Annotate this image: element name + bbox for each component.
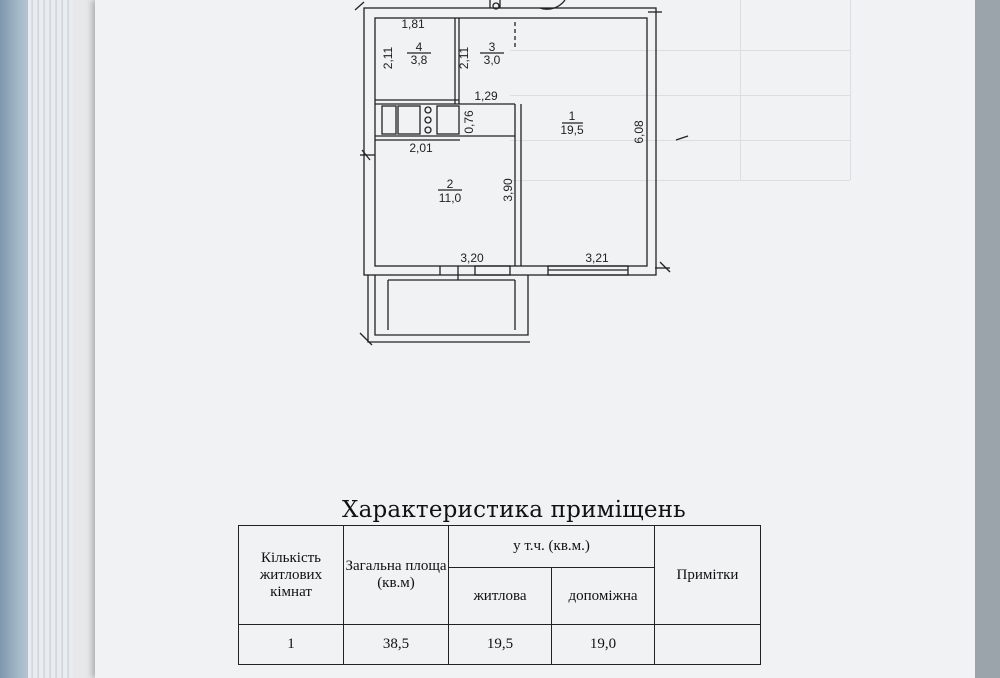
room-1-area: 19,5: [560, 123, 584, 137]
dimension-label: 3,21: [585, 251, 609, 265]
header-including: у т.ч. (кв.м.): [448, 525, 655, 568]
cell-auxiliary: 19,0: [551, 624, 655, 665]
table-row: 1 38,5 19,5 19,0: [238, 624, 761, 665]
dimension-label: 1,29: [474, 89, 498, 103]
room-3-number: 3: [489, 40, 496, 54]
dimension-label: 6,08: [632, 120, 646, 144]
cell-rooms-count: 1: [238, 624, 344, 665]
room-3-area: 3,0: [484, 53, 501, 67]
header-living: житлова: [448, 567, 552, 625]
rooms-characteristics-table: Кількість житлових кімнат Загальна площа…: [238, 525, 761, 665]
dimension-label: 0,76: [462, 110, 476, 134]
bleed-through-grid: [510, 0, 851, 181]
room-2-number: 2: [447, 177, 454, 191]
room-1-number: 1: [569, 109, 576, 123]
dimension-label: 2,01: [409, 141, 433, 155]
room-2-area: 11,0: [439, 191, 462, 205]
header-auxiliary: допоміжна: [551, 567, 655, 625]
bleed-through-line: [740, 0, 741, 180]
header-rooms-count: Кількість житлових кімнат: [238, 525, 344, 625]
outer-wall: [363, 7, 657, 276]
header-notes: Примітки: [654, 525, 761, 625]
desk-surface: [975, 0, 1000, 678]
dimension-label: 1,81: [401, 17, 425, 31]
room-4-area: 3,8: [411, 53, 428, 67]
cell-living: 19,5: [448, 624, 552, 665]
room-4-number: 4: [416, 40, 423, 54]
binder-edge: [28, 0, 73, 678]
header-total-area: Загальна площа (кв.м): [343, 525, 449, 625]
dimension-label: 2,11: [457, 46, 471, 69]
cell-total-area: 38,5: [343, 624, 449, 665]
dimension-label: 2,11: [381, 46, 395, 69]
dimension-label: 3,20: [460, 251, 484, 265]
cell-notes: [654, 624, 761, 665]
table-title: Характеристика приміщень: [342, 497, 686, 523]
inner-wall: [374, 17, 648, 267]
dimension-label: 3,90: [501, 178, 515, 202]
